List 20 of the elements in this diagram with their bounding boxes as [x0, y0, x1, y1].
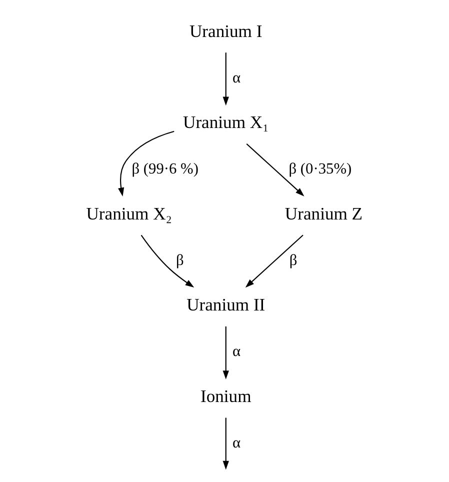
node-text: Uranium I [190, 20, 262, 41]
arrow [222, 52, 229, 106]
edge-label: α [232, 434, 241, 452]
edge-label: β [289, 252, 298, 269]
edge-label: β (0·35%) [288, 160, 352, 178]
arrow [140, 234, 194, 288]
edge-label: β (99·6 %) [132, 160, 198, 178]
edge-label: α [232, 69, 241, 86]
arrow [222, 418, 229, 470]
arrow [245, 234, 304, 288]
node-text: Uranium X₁ [183, 112, 269, 132]
node-text: Uranium X₂ [86, 203, 172, 224]
edge-label: β [176, 252, 184, 269]
node-text: Ionium [200, 386, 252, 406]
arrow [222, 326, 229, 380]
edge-label: α [232, 343, 241, 360]
arrow [118, 130, 174, 196]
node-text: Uranium Z [284, 203, 363, 224]
node-text: Uranium II [186, 294, 266, 315]
arrow [246, 143, 304, 196]
